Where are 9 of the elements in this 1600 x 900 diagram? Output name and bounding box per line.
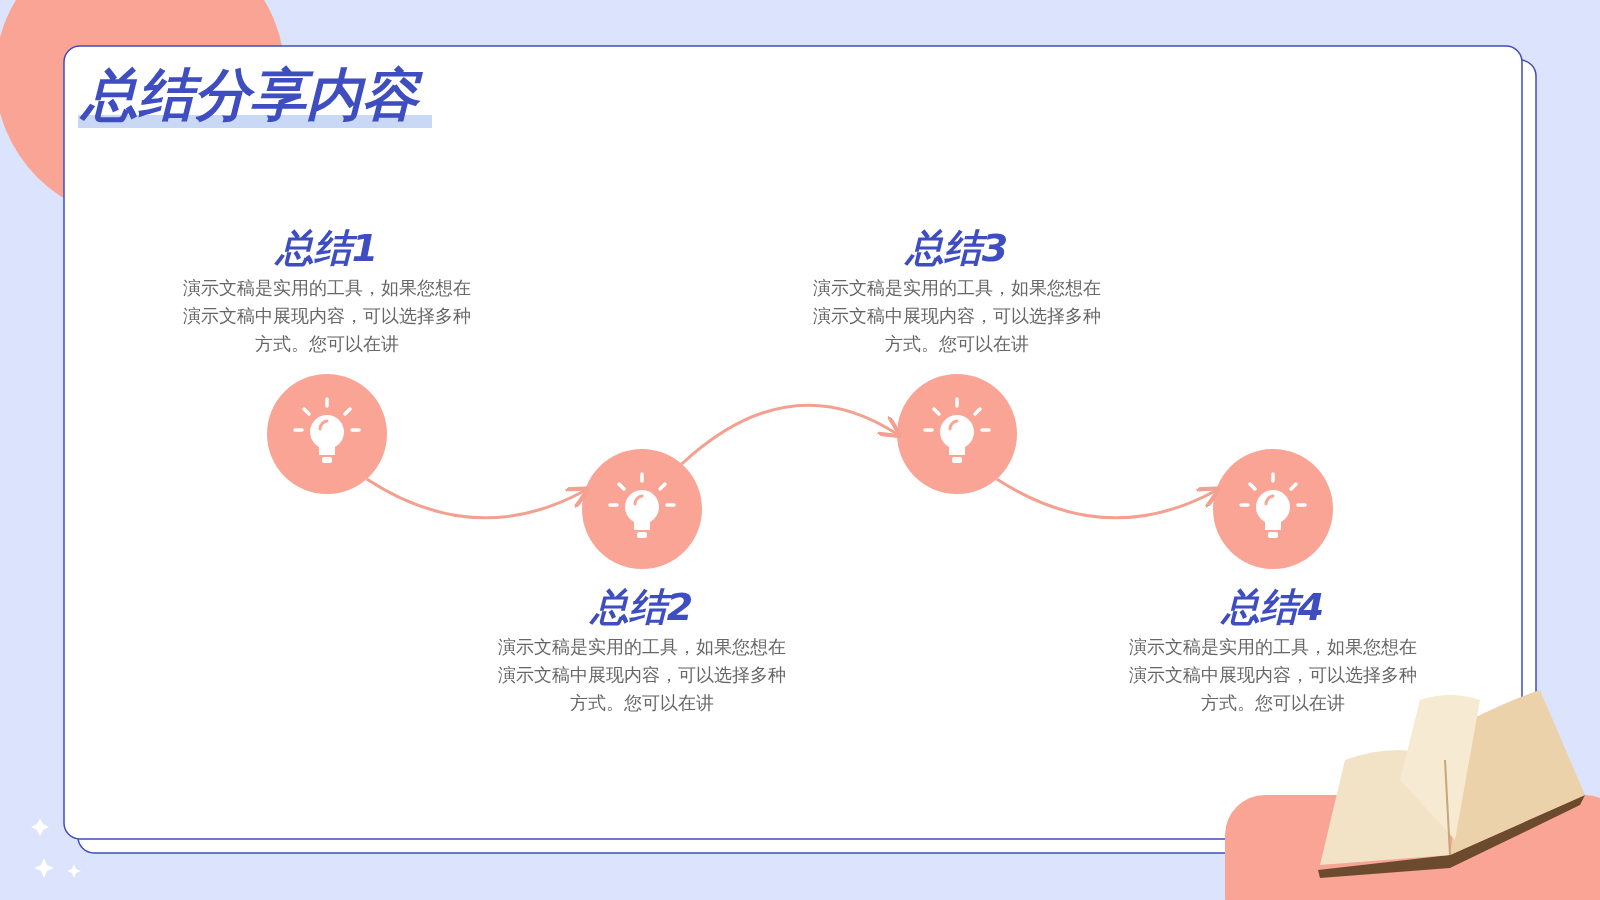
step-description: 演示文稿是实用的工具，如果您想在演示文稿中展现内容，可以选择多种方式。您可以在讲	[182, 276, 472, 356]
slide-title: 总结分享内容	[78, 62, 432, 128]
step-description: 演示文稿是实用的工具，如果您想在演示文稿中展现内容，可以选择多种方式。您可以在讲	[1128, 635, 1418, 715]
step-heading: 总结1	[273, 226, 380, 270]
step-heading: 总结4	[1219, 585, 1326, 629]
step-heading: 总结2	[588, 585, 695, 629]
step-heading: 总结3	[903, 226, 1010, 270]
step-description: 演示文稿是实用的工具，如果您想在演示文稿中展现内容，可以选择多种方式。您可以在讲	[812, 276, 1102, 356]
step-description: 演示文稿是实用的工具，如果您想在演示文稿中展现内容，可以选择多种方式。您可以在讲	[497, 635, 787, 715]
